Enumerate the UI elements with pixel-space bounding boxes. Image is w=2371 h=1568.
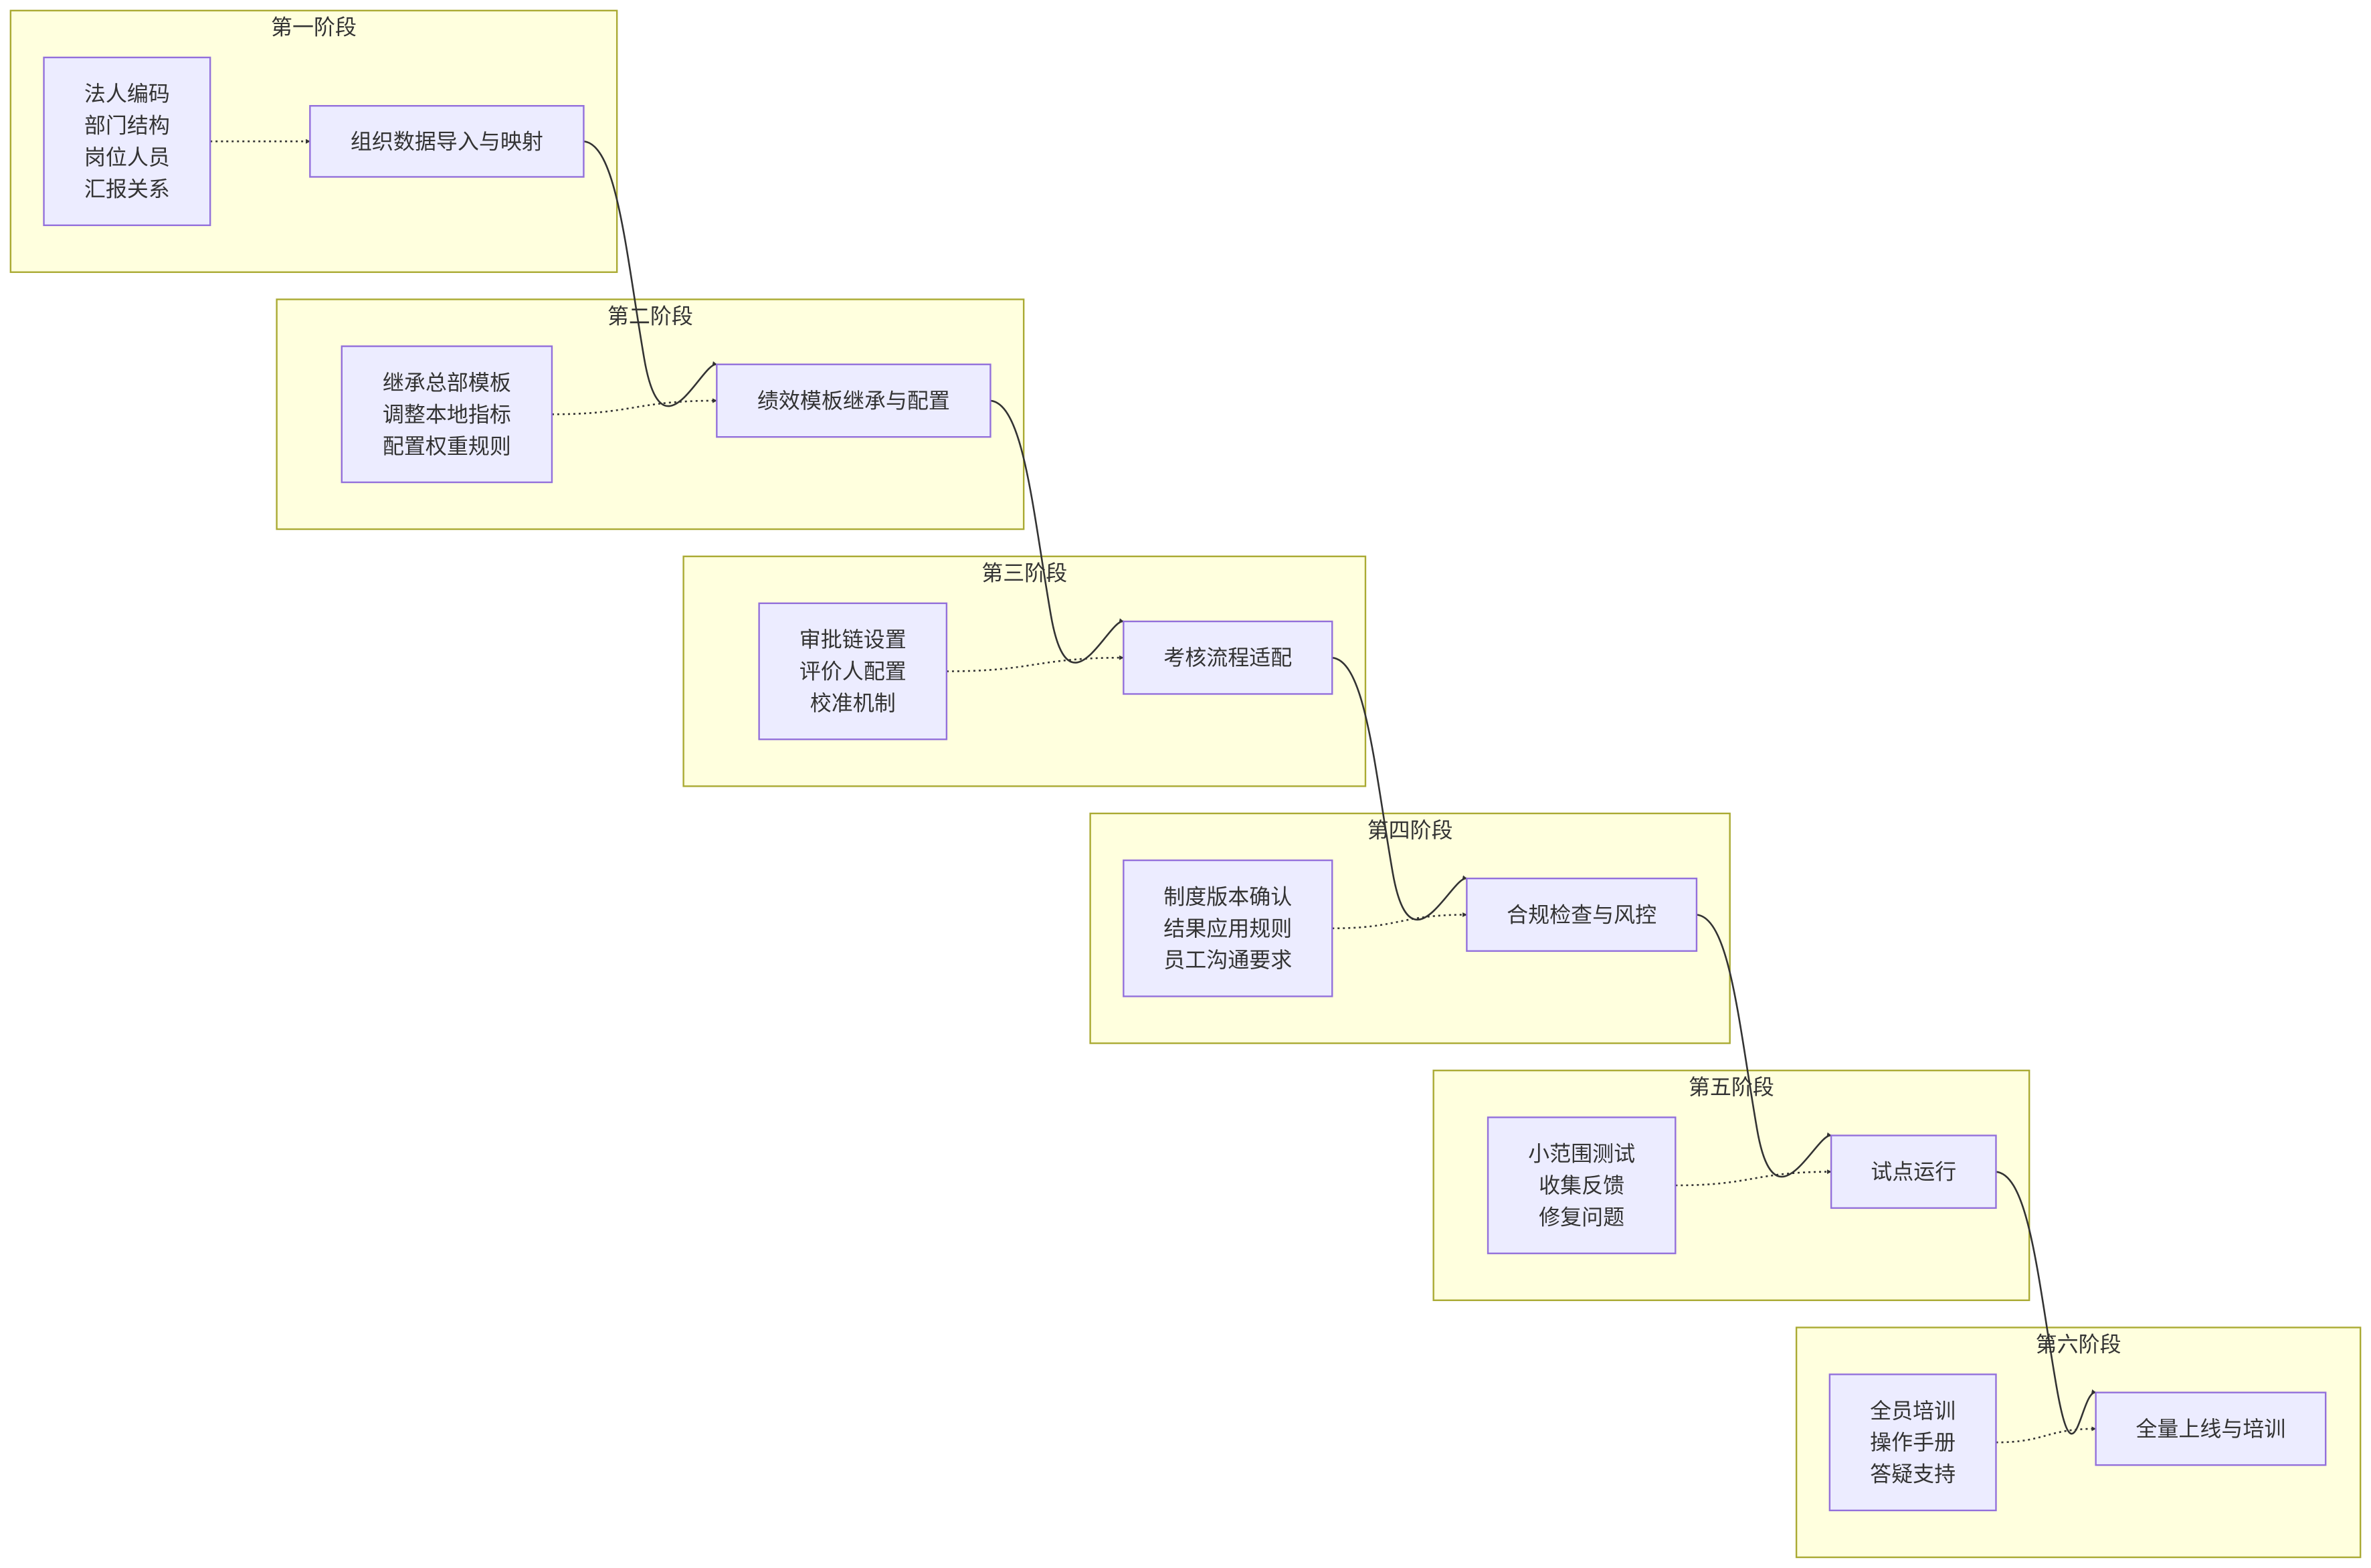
detail-node-3-line: 评价人配置 [799, 659, 907, 684]
detail-node-1-line: 汇报关系 [84, 177, 170, 202]
detail-node-2-box [341, 345, 553, 484]
main-node-6-box [2095, 1391, 2327, 1466]
detail-node-3-line: 审批链设置 [799, 627, 907, 652]
main-node-2-label: 绩效模板继承与配置 [757, 388, 950, 413]
detail-node-5-line: 收集反馈 [1539, 1173, 1624, 1198]
detail-node-6-line: 全员培训 [1870, 1398, 1956, 1424]
main-node-1-label: 组织数据导入与映射 [351, 128, 543, 154]
detail-node-1-box [43, 56, 211, 226]
main-node-6-label: 全量上线与培训 [2136, 1416, 2285, 1442]
detail-node-4-box [1123, 859, 1333, 997]
edge-main-3-to-main-4 [1332, 656, 1468, 920]
detail-node-3-box [758, 602, 948, 741]
stage-3-title: 第三阶段 [981, 561, 1067, 586]
main-node-4-label: 合规检查与风控 [1507, 902, 1656, 927]
detail-node-1-line: 法人编码 [84, 81, 170, 106]
edge-detail-4-to-main-4 [1332, 912, 1468, 930]
stage-4-title: 第四阶段 [1367, 817, 1453, 843]
stage-2-title: 第二阶段 [607, 303, 693, 328]
detail-node-5-line: 修复问题 [1539, 1204, 1624, 1230]
detail-node-5-line: 小范围测试 [1528, 1141, 1635, 1167]
detail-node-1-line: 部门结构 [84, 113, 170, 138]
detail-node-4-line: 制度版本确认 [1163, 884, 1292, 909]
main-node-4-box [1466, 877, 1698, 952]
edge-main-5-to-main-6 [1996, 1171, 2097, 1435]
edge-main-2-to-main-3 [990, 399, 1125, 664]
main-node-3-label: 考核流程适配 [1163, 645, 1292, 670]
detail-node-4-line: 员工沟通要求 [1163, 947, 1292, 973]
main-node-5-label: 试点运行 [1871, 1159, 1956, 1185]
detail-node-3-line: 校准机制 [810, 690, 896, 716]
stage-1-title: 第一阶段 [271, 15, 357, 40]
detail-node-5-box [1487, 1116, 1677, 1254]
detail-node-6-line: 答疑支持 [1870, 1462, 1956, 1487]
main-node-4[interactable]: 合规检查与风控 [1466, 877, 1698, 952]
main-node-2[interactable]: 绩效模板继承与配置 [716, 363, 991, 438]
main-node-2-box [716, 363, 991, 438]
detail-node-1-line: 岗位人员 [84, 144, 170, 170]
main-node-3-box [1123, 620, 1333, 695]
detail-node-2-line: 配置权重规则 [383, 433, 511, 459]
edge-main-1-to-main-2 [583, 140, 718, 407]
main-node-1[interactable]: 组织数据导入与映射 [309, 105, 585, 178]
main-node-6[interactable]: 全量上线与培训 [2095, 1391, 2327, 1466]
detail-node-2-line: 调整本地指标 [383, 401, 511, 427]
main-node-5-box [1830, 1135, 1997, 1209]
stage-5-title: 第五阶段 [1689, 1074, 1774, 1100]
edge-main-4-to-main-5 [1696, 914, 1832, 1178]
detail-node-2-line: 继承总部模板 [383, 370, 511, 395]
main-node-5[interactable]: 试点运行 [1830, 1135, 1997, 1209]
main-node-1-box [309, 105, 585, 178]
main-node-3[interactable]: 考核流程适配 [1123, 620, 1333, 695]
edge-detail-2-to-main-2 [551, 398, 718, 415]
detail-node-4-line: 结果应用规则 [1163, 916, 1292, 941]
detail-node-6-box [1828, 1373, 1997, 1512]
detail-node-6-line: 操作手册 [1870, 1430, 1956, 1455]
